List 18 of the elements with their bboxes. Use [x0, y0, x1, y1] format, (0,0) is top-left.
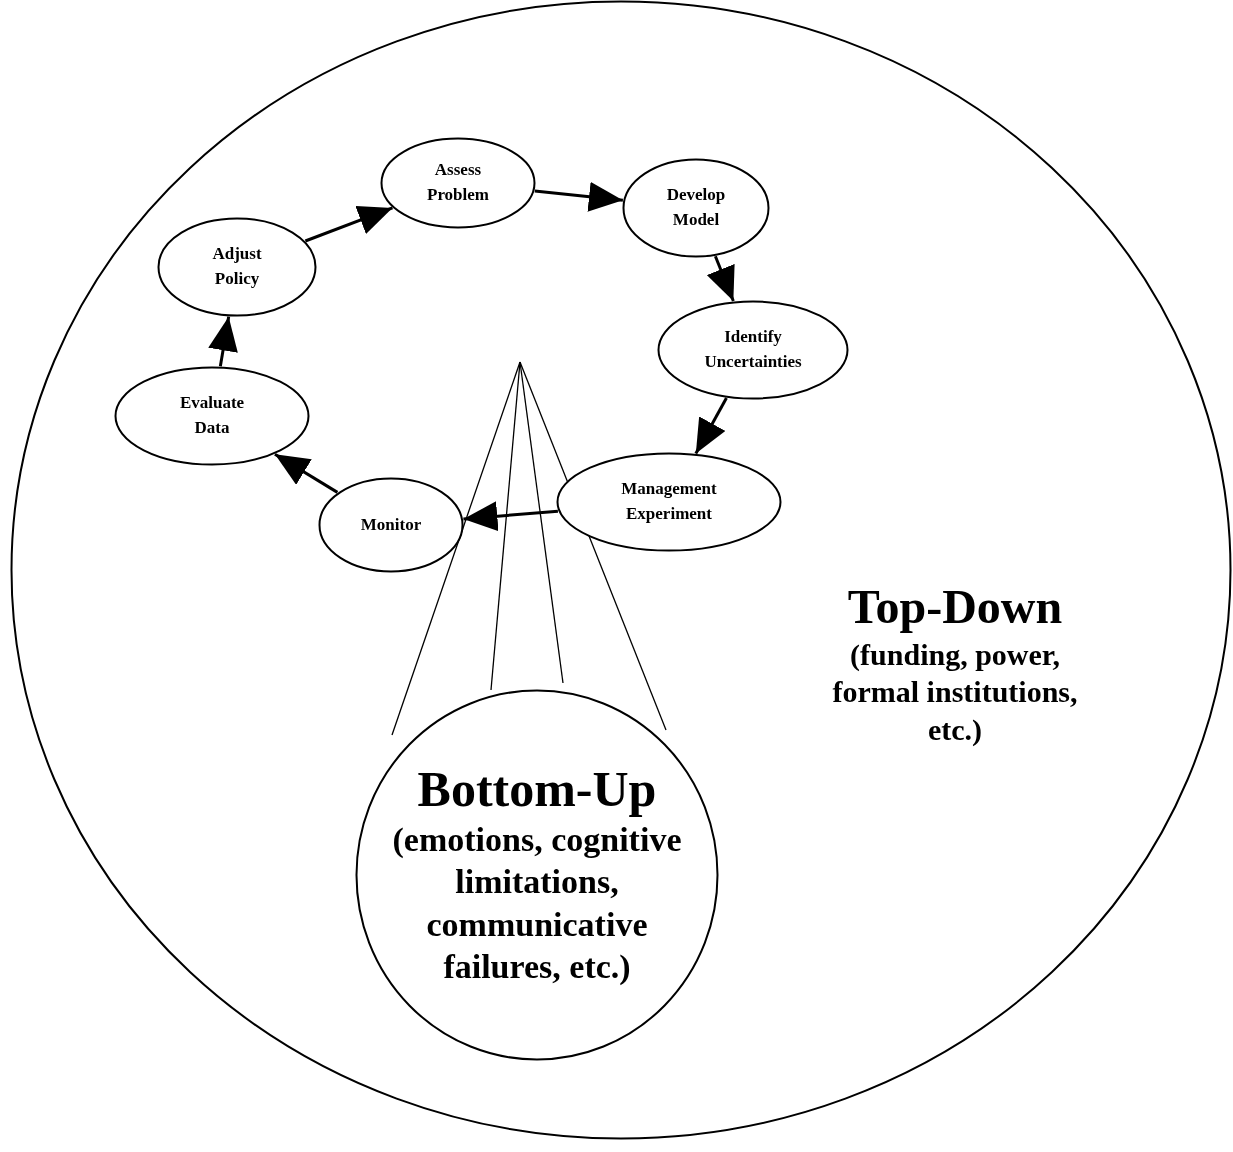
node-label: Evaluate Data	[179, 392, 245, 439]
description: (funding, power, formal institutions, etc.)	[831, 636, 1079, 748]
node-label: Identify Uncertainties	[704, 326, 802, 373]
arrow	[463, 501, 559, 532]
node-label: Adjust Policy	[212, 243, 262, 290]
arrow	[706, 255, 735, 302]
arrow	[534, 181, 624, 212]
arrow	[274, 453, 339, 494]
arrow	[208, 316, 238, 367]
node-label: Develop Model	[666, 184, 726, 231]
node-label: Monitor	[360, 513, 422, 536]
node-label: Assess Problem	[427, 159, 489, 206]
heading: Top-Down	[846, 579, 1064, 635]
arrow	[694, 397, 728, 455]
description: (emotions, cognitive limitations, communicative failures, etc.)	[392, 819, 682, 988]
node-label: Management Experiment	[621, 478, 717, 525]
heading: Bottom-Up	[417, 761, 657, 819]
arrow	[304, 206, 393, 243]
